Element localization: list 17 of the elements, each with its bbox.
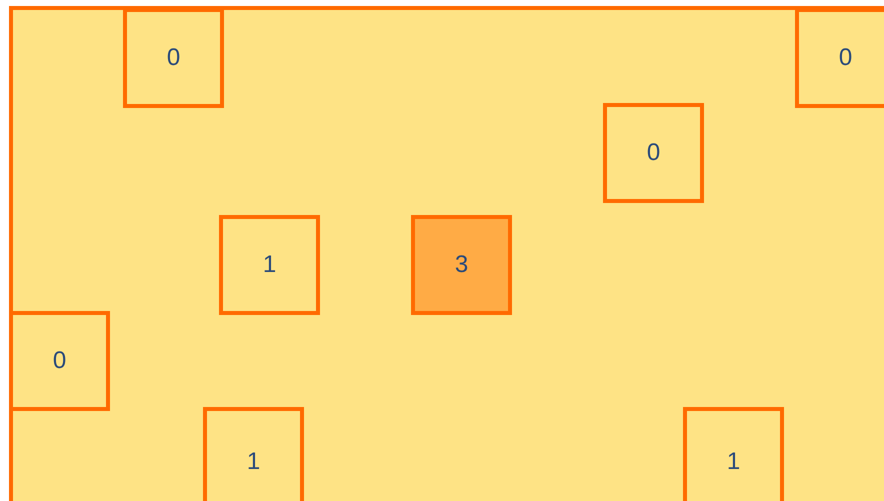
cell-number: 0 — [52, 349, 66, 373]
cell-number: 1 — [246, 450, 260, 474]
cell-number: 1 — [726, 450, 740, 474]
number-box — [13, 311, 110, 411]
number-box — [203, 407, 304, 501]
cell-number: 0 — [646, 141, 660, 165]
cell-number: 0 — [166, 46, 180, 70]
number-box — [219, 215, 320, 315]
cell-number: 0 — [838, 46, 852, 70]
cell-number: 1 — [262, 253, 276, 277]
cell-number: 3 — [454, 253, 468, 277]
number-box — [795, 10, 884, 108]
number-box — [123, 10, 224, 108]
grid-panel — [9, 6, 884, 501]
number-box — [683, 407, 784, 501]
number-box — [603, 103, 704, 203]
number-box — [411, 215, 512, 315]
